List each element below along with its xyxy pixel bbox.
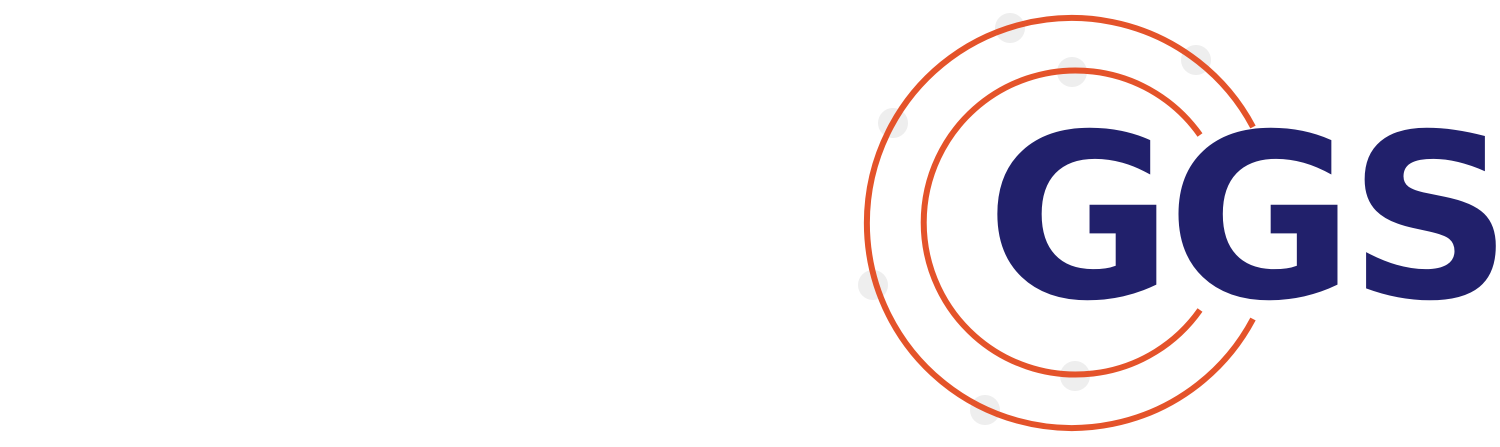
ring-outer-icon bbox=[863, 15, 1256, 431]
ring-inner-icon bbox=[920, 67, 1203, 378]
logo-wordmark: GGS bbox=[986, 85, 1500, 351]
